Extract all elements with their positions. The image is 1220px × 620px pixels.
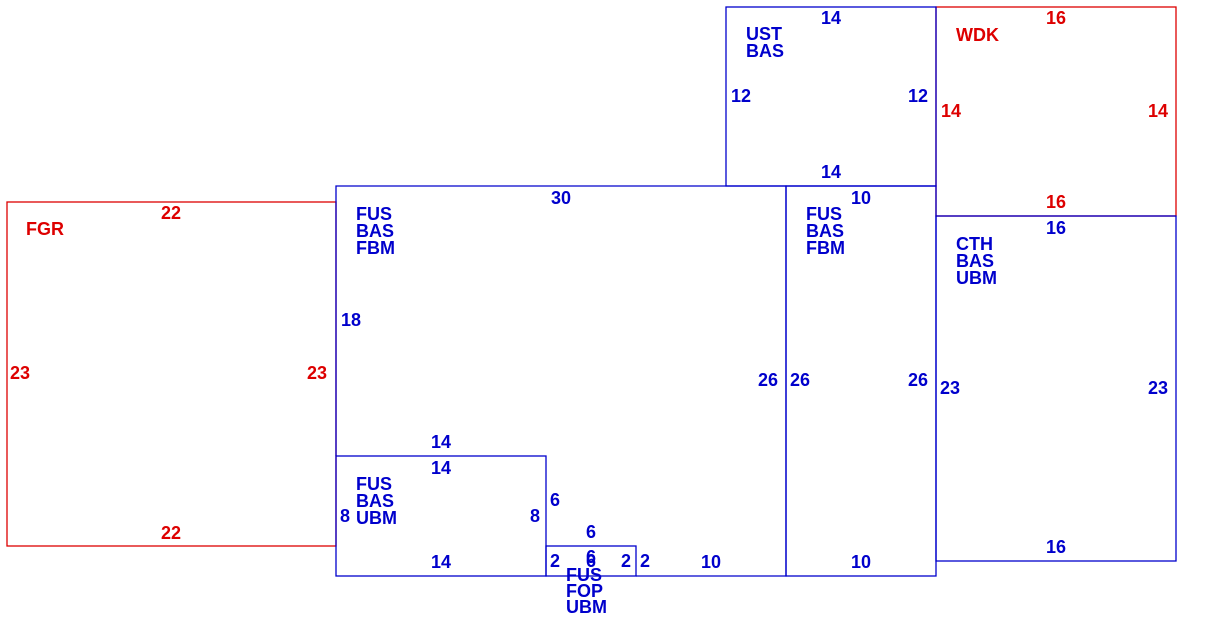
fus-ubm-dim-right: 8 [530,506,540,526]
fus-fop-label-2: FOP [566,581,603,601]
wdk-label: WDK [956,25,999,45]
fus-ubm-area: FUS BAS UBM 14 14 14 8 8 6 [335,432,560,577]
fus-fop-dim-left: 2 [550,551,560,571]
fgr-dim-top: 22 [161,203,181,223]
fus-ubm-label-3: UBM [356,508,397,528]
wdk-area: WDK 16 16 14 14 [935,6,1177,217]
ust-bas-label-2: BAS [746,41,784,61]
right-fus-dim-top: 10 [851,188,871,208]
main-fus-dim-right: 26 [758,370,778,390]
main-fus-label-3: FBM [356,238,395,258]
fgr-dim-bottom: 22 [161,523,181,543]
ust-bas-dim-left: 12 [731,86,751,106]
ust-bas-dim-top: 14 [821,8,841,28]
right-fus-label-2: BAS [806,221,844,241]
right-fus-dim-bottom: 10 [851,552,871,572]
fgr-label: FGR [26,219,64,239]
main-fus-label-2: BAS [356,221,394,241]
wdk-dim-bottom: 16 [1046,192,1066,212]
fgr-outline [6,201,337,547]
wdk-dim-left: 14 [941,101,961,121]
main-fus-outline [335,185,787,577]
fus-ubm-label-2: BAS [356,491,394,511]
ust-bas-label-1: UST [746,24,782,44]
main-fus-dim-bottom-right: 10 [701,552,721,572]
fus-fop-label-1: FUS [566,565,602,585]
right-fus-dim-left: 26 [790,370,810,390]
wdk-dim-right: 14 [1148,101,1168,121]
cth-outline [935,215,1177,562]
right-fus-dim-right: 26 [908,370,928,390]
cth-area: CTH BAS UBM 16 16 23 23 [935,215,1177,562]
fus-ubm-dim-top-outer: 14 [431,432,451,452]
fus-ubm-dim-left: 8 [340,506,350,526]
wdk-dim-top: 16 [1046,8,1066,28]
fgr-area: FGR 22 22 23 23 [6,201,337,547]
right-fus-label-3: FBM [806,238,845,258]
cth-dim-bottom: 16 [1046,537,1066,557]
fus-fop-dim-right-outer: 2 [640,551,650,571]
fgr-dim-left: 23 [10,363,30,383]
fus-fop-dim-inner-top: 6 [586,547,596,567]
cth-dim-right: 23 [1148,378,1168,398]
ust-bas-dim-bottom: 14 [821,162,841,182]
fus-fop-dim-top: 6 [586,522,596,542]
fus-fop-dim-right: 2 [621,551,631,571]
main-fus-area: FUS BAS FBM 30 18 26 10 [335,185,787,577]
cth-dim-top: 16 [1046,218,1066,238]
cth-label-1: CTH [956,234,993,254]
fus-ubm-outline [335,455,547,577]
fus-fop-outline [545,545,637,577]
fus-fop-label-3: UBM [566,597,607,617]
right-fus-label-1: FUS [806,204,842,224]
ust-bas-area: UST BAS 14 14 12 12 [725,6,937,187]
ust-bas-dim-right: 12 [908,86,928,106]
right-fus-area: FUS BAS FBM 10 10 26 26 [785,185,937,577]
fus-fop-area: 6 6 2 2 2 6 FUS FOP UBM [545,522,650,617]
fus-ubm-label-1: FUS [356,474,392,494]
main-fus-dim-left: 18 [341,310,361,330]
fus-ubm-dim-bottom: 14 [431,552,451,572]
main-fus-label-1: FUS [356,204,392,224]
cth-label-3: UBM [956,268,997,288]
main-fus-dim-top: 30 [551,188,571,208]
fus-fop-dim-center: 6 [586,551,596,571]
fgr-dim-right: 23 [307,363,327,383]
cth-dim-left: 23 [940,378,960,398]
fus-ubm-dim-top: 14 [431,458,451,478]
cth-label-2: BAS [956,251,994,271]
fus-ubm-dim-right-outer: 6 [550,490,560,510]
